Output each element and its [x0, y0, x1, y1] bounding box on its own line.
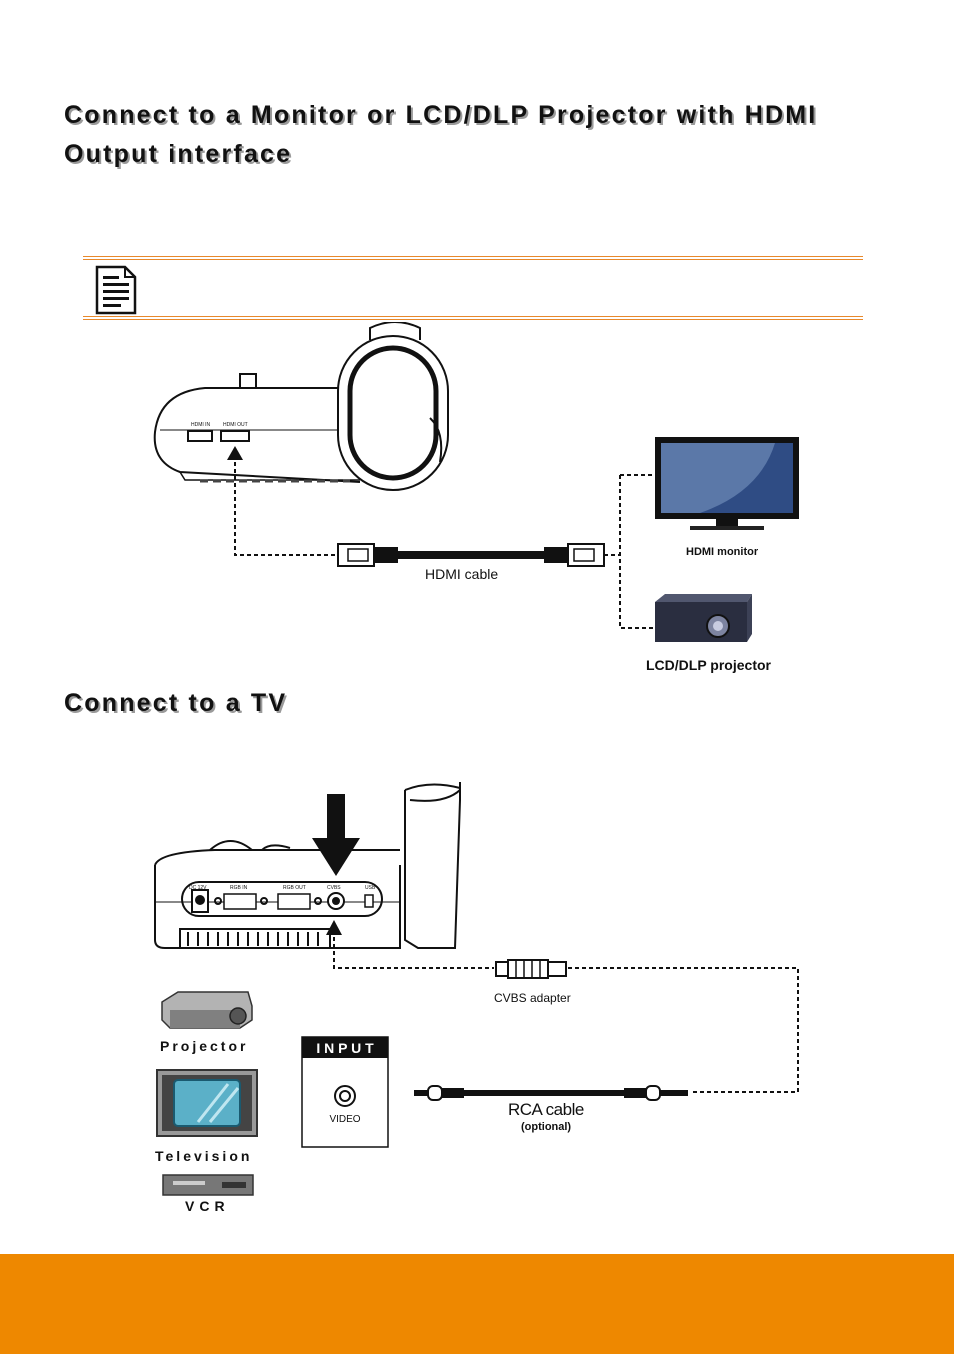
note-top-rule-2: [83, 259, 863, 260]
lcd-dlp-projector-icon: [655, 594, 752, 642]
hdmi-connection-diagram: HDMI IN HDMI OUT HDMI cable HDMI monitor…: [153, 322, 799, 673]
document-camera-rear-view: [154, 782, 461, 949]
cvbs-adapter-icon: [495, 959, 567, 979]
arrow-down-icon: [312, 794, 360, 876]
tv-input-panel: I N P U T VIDEO: [301, 1036, 389, 1148]
port-label-hdmi-out: HDMI OUT: [223, 422, 248, 428]
rca-cable-icon: [414, 1085, 688, 1101]
connection-dotted-line: [333, 937, 799, 1093]
port-label-cvbs: CVBS: [327, 885, 341, 891]
hdmi-cable-label: HDMI cable: [425, 566, 498, 582]
branch-dotted-line: [604, 474, 655, 629]
tv-connection-diagram: DC 12V RGB IN RGB OUT CVBS USB CVBS adap…: [154, 782, 799, 1214]
lcd-dlp-projector-label: LCD/DLP projector: [646, 657, 772, 673]
arrow-up-icon: [227, 446, 243, 460]
arrow-up-icon: [326, 920, 342, 935]
note-bottom-rule-2: [83, 319, 863, 320]
port-label-usb: USB: [365, 885, 376, 891]
input-panel-header: I N P U T: [316, 1040, 374, 1056]
note-bottom-rule: [83, 316, 863, 317]
document-camera-side-view: [153, 322, 449, 491]
projector-label: Projector: [160, 1038, 248, 1054]
connection-dotted-line: [234, 462, 338, 556]
video-jack-icon: [334, 1085, 356, 1107]
television-label: Television: [155, 1148, 252, 1164]
vcr-label: VCR: [185, 1198, 230, 1214]
hdmi-cable-icon: [337, 543, 605, 567]
rear-port-labels: DC 12V RGB IN RGB OUT CVBS USB: [189, 885, 376, 891]
rca-cable-note: (optional): [521, 1121, 571, 1133]
port-label-rgb-out: RGB OUT: [283, 885, 306, 891]
port-label-dc-12v: DC 12V: [189, 885, 207, 891]
hdmi-ports: HDMI IN HDMI OUT: [187, 422, 250, 442]
port-label-rgb-in: RGB IN: [230, 885, 248, 891]
section-heading-tv: Connect to a TV: [64, 689, 288, 717]
rca-cable-label: RCA cable: [508, 1100, 584, 1119]
section-heading-hdmi: Connect to a Monitor or LCD/DLP Projecto…: [64, 101, 818, 168]
footer-accent-bar: [0, 1254, 954, 1354]
cvbs-adapter-label: CVBS adapter: [494, 991, 571, 1005]
note-top-rule: [83, 256, 863, 257]
input-port-label: VIDEO: [329, 1114, 360, 1125]
port-label-hdmi-in: HDMI IN: [191, 422, 211, 428]
television-icon: [156, 1069, 258, 1137]
hdmi-monitor-label: HDMI monitor: [686, 546, 759, 558]
vcr-icon: [162, 1174, 254, 1196]
hdmi-monitor-icon: [655, 437, 799, 530]
projector-icon: [161, 991, 253, 1029]
document-note-icon: [95, 265, 137, 320]
